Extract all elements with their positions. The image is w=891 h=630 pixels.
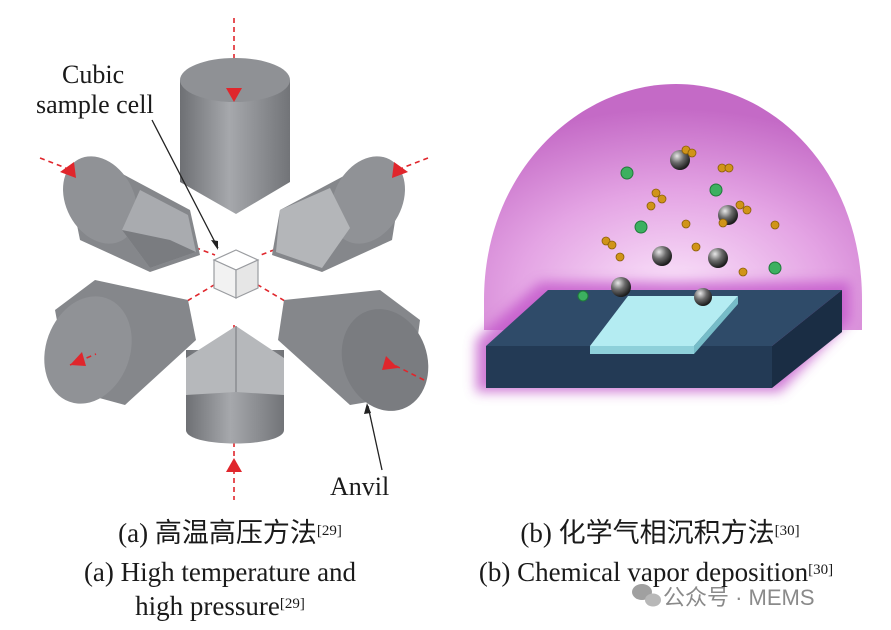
caption-b-english: (b) Chemical vapor deposition[30] (478, 557, 834, 587)
green-atom (768, 261, 782, 275)
caption-a-chinese-ref: [29] (316, 523, 342, 539)
anvil-bottom (186, 326, 284, 444)
force-arrow-top (226, 88, 242, 102)
caption-a-chinese: (a) 高温高压方法[29] (118, 518, 342, 548)
carbon-atom (708, 248, 728, 268)
cubic-sample-cell (212, 249, 260, 299)
caption-a-english-line2: high pressure[29] (135, 591, 305, 621)
carbon-atom (611, 277, 631, 297)
anvil-lower-left (44, 280, 196, 405)
watermark-text: 公众号 · MEMS (663, 585, 815, 610)
caption-a-english-ref: [29] (279, 596, 305, 612)
caption-a-english-line1: (a) High temperature and (83, 557, 357, 587)
cell-pointer-line (151, 119, 219, 249)
green-atom (634, 220, 648, 234)
anvil-top (180, 58, 290, 214)
green-atom (577, 290, 589, 302)
gas-particles (577, 145, 782, 306)
caption-b-chinese: (b) 化学气相沉积方法[30] (520, 518, 800, 548)
cubic-cell-label-line1: Cubic (62, 60, 125, 89)
wechat-icon (632, 584, 661, 607)
caption-b-chinese-ref: [30] (774, 523, 800, 539)
anvil-pointer-line (367, 405, 383, 471)
anvil-press-diagram (39, 18, 429, 500)
green-atom (620, 166, 634, 180)
force-arrows (39, 88, 429, 472)
force-arrow-lower-right (382, 356, 398, 370)
force-arrow-bottom (226, 458, 242, 472)
carbon-atom (694, 288, 712, 306)
cvd-diagram (476, 84, 862, 392)
force-arrow-upper-right (392, 162, 408, 178)
caption-b-english-ref: [30] (808, 562, 834, 578)
carbon-atom (652, 246, 672, 266)
anvil-upper-left (63, 156, 200, 272)
anvil-label: Anvil (330, 472, 390, 501)
anvil-upper-right (272, 156, 405, 272)
anvil-pointer-arrowhead (364, 403, 371, 414)
green-atom (709, 183, 723, 197)
orange-atoms (601, 145, 780, 277)
force-arrow-upper-left (60, 162, 76, 178)
cubic-cell-label-line2: sample cell (36, 90, 154, 119)
deposited-sample (590, 296, 738, 354)
anvil-lower-right (278, 290, 429, 411)
carbon-atom (670, 150, 690, 170)
cell-pointer-arrowhead (211, 240, 218, 250)
plasma-dome (484, 84, 862, 330)
